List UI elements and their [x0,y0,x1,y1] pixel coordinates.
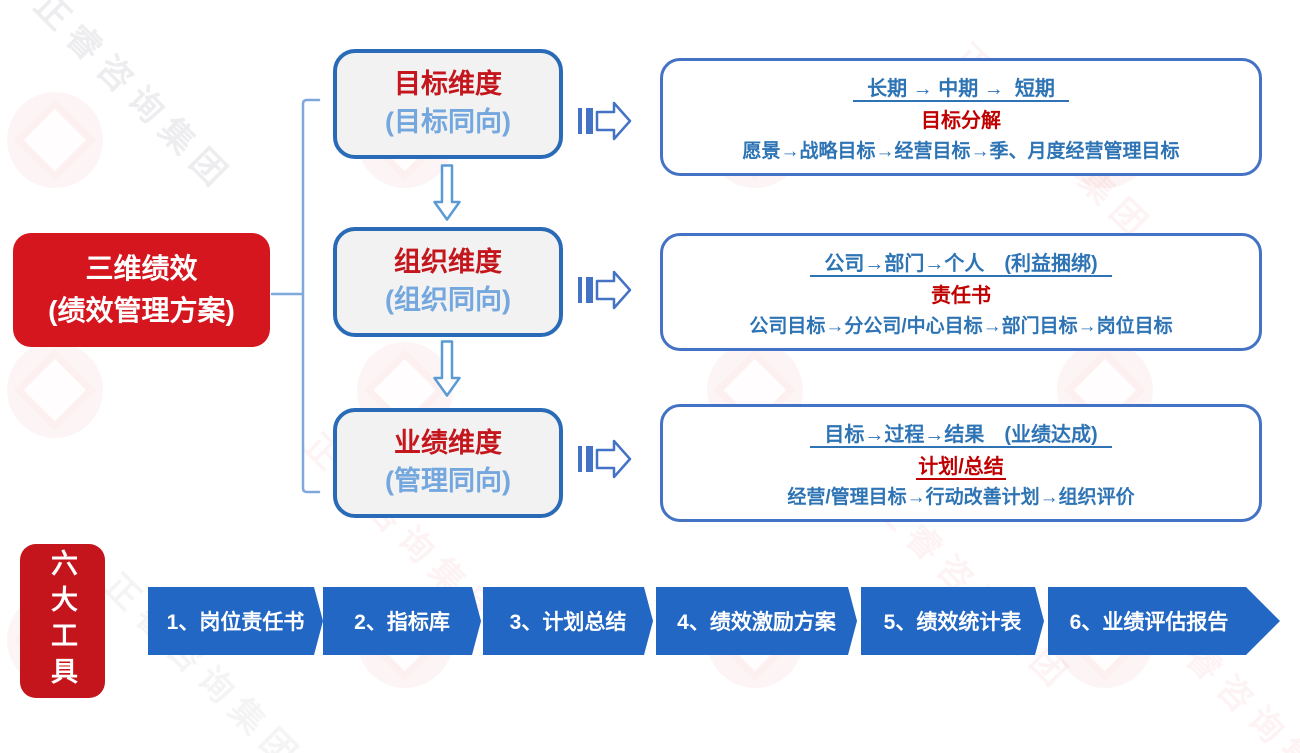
striped-right-arrow-icon [578,270,632,310]
detail-chain-line: 公司目标→分公司/中心目标→部门目标→岗位目标 [749,315,1173,337]
root-box-three-dimension-performance: 三维绩效 (绩效管理方案) [13,233,270,347]
dimension-box-organization: 组织维度 (组织同向) [333,227,563,337]
dimension-box-goal: 目标维度 (目标同向) [333,49,563,159]
tool-item-evaluation-report: 6、业绩评估报告 [1048,587,1280,655]
watermark-logo-circle [7,342,103,438]
detail-box-goal: 长期 → 中期 → 短期 目标分解 愿景→战略目标→经营目标→季、月度经营管理目… [660,58,1262,176]
dimension-subtitle: (目标同向) [385,107,511,137]
dimension-title: 目标维度 [394,69,502,100]
detail-flow-line: 公司→部门→个人 (利益捆绑) [810,247,1112,277]
root-title: 三维绩效 [85,253,198,284]
tool-item-incentive-plan: 4、绩效激励方案 [656,587,857,655]
watermark-logo-diamond [14,349,96,431]
detail-flow-line: 目标→过程→结果 (业绩达成) [810,418,1112,448]
root-subtitle: (绩效管理方案) [48,295,235,326]
dimension-title: 业绩维度 [394,428,502,459]
tool-item-statistics-table: 5、绩效统计表 [861,587,1044,655]
dimension-box-performance: 业绩维度 (管理同向) [333,408,563,518]
striped-right-arrow-icon [578,439,632,479]
striped-right-arrow-icon [578,101,632,141]
detail-box-performance: 目标→过程→结果 (业绩达成) 计划/总结 经营/管理目标→行动改善计划→组织评… [660,404,1262,522]
six-tools-label-box: 六大工具 [20,544,105,698]
tool-item-indicator-library: 2、指标库 [323,587,481,655]
detail-chain-line: 经营/管理目标→行动改善计划→组织评价 [787,486,1135,508]
bracket-connector [270,98,321,494]
dimension-subtitle: (管理同向) [385,466,511,496]
watermark-logo-circle [7,92,103,188]
watermark-logo-diamond [14,99,96,181]
watermark-brand-text: 正睿咨询集团 [26,0,241,200]
dimension-subtitle: (组织同向) [385,285,511,315]
down-arrow-icon [433,164,461,221]
down-arrow-icon [433,340,461,397]
tool-item-plan-summary: 3、计划总结 [483,587,653,655]
detail-flow-line: 长期 → 中期 → 短期 [853,72,1069,102]
tool-item-responsibility-letter: 1、岗位责任书 [148,587,323,655]
detail-keyword: 目标分解 [921,109,1001,132]
detail-chain-line: 愿景→战略目标→经营目标→季、月度经营管理目标 [742,140,1180,162]
six-tools-label: 六大工具 [47,549,77,693]
detail-box-organization: 公司→部门→个人 (利益捆绑) 责任书 公司目标→分公司/中心目标→部门目标→岗… [660,233,1262,351]
detail-keyword: 责任书 [931,284,991,307]
detail-keyword: 计划/总结 [916,455,1006,480]
dimension-title: 组织维度 [394,247,502,278]
